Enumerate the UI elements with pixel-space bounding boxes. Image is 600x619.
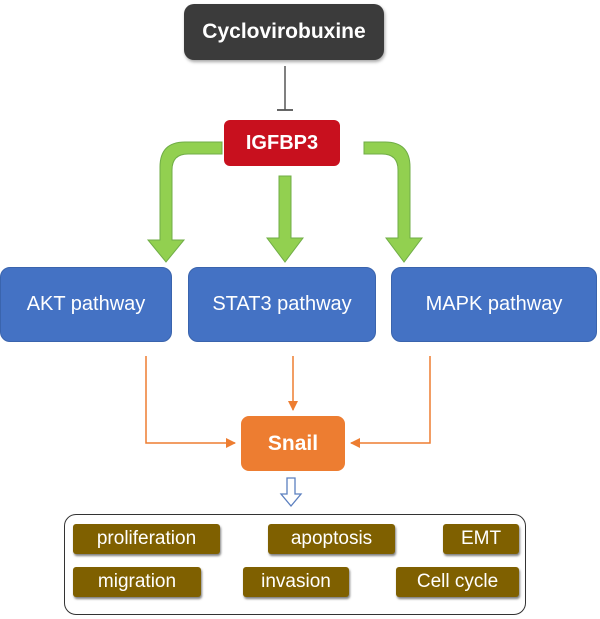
outcome-apoptosis: apoptosis	[268, 524, 395, 554]
green-arrow-to-akt	[146, 141, 223, 263]
outcome-proliferation: proliferation	[73, 524, 220, 554]
cyclovirobuxine-node: Cyclovirobuxine	[184, 4, 384, 60]
outcome-invasion: invasion	[243, 567, 349, 597]
outcome-cell-cycle: Cell cycle	[396, 567, 519, 597]
stat3-pathway-node: STAT3 pathway	[188, 267, 376, 342]
orange-arrow-akt-to-snail	[145, 356, 236, 448]
snail-node: Snail	[241, 416, 345, 471]
igfbp3-node: IGFBP3	[224, 120, 340, 166]
akt-pathway-node: AKT pathway	[0, 267, 172, 342]
orange-arrow-mapk-to-snail	[350, 356, 431, 448]
outcomes-box: proliferation apoptosis EMT migration in…	[64, 514, 526, 615]
hollow-arrow-to-outcomes	[279, 477, 303, 508]
green-arrow-to-stat3	[266, 175, 304, 263]
outcome-emt: EMT	[443, 524, 519, 554]
inhibition-connector	[277, 66, 293, 111]
outcome-migration: migration	[73, 567, 201, 597]
mapk-pathway-node: MAPK pathway	[391, 267, 597, 342]
green-arrow-to-mapk	[363, 141, 423, 263]
